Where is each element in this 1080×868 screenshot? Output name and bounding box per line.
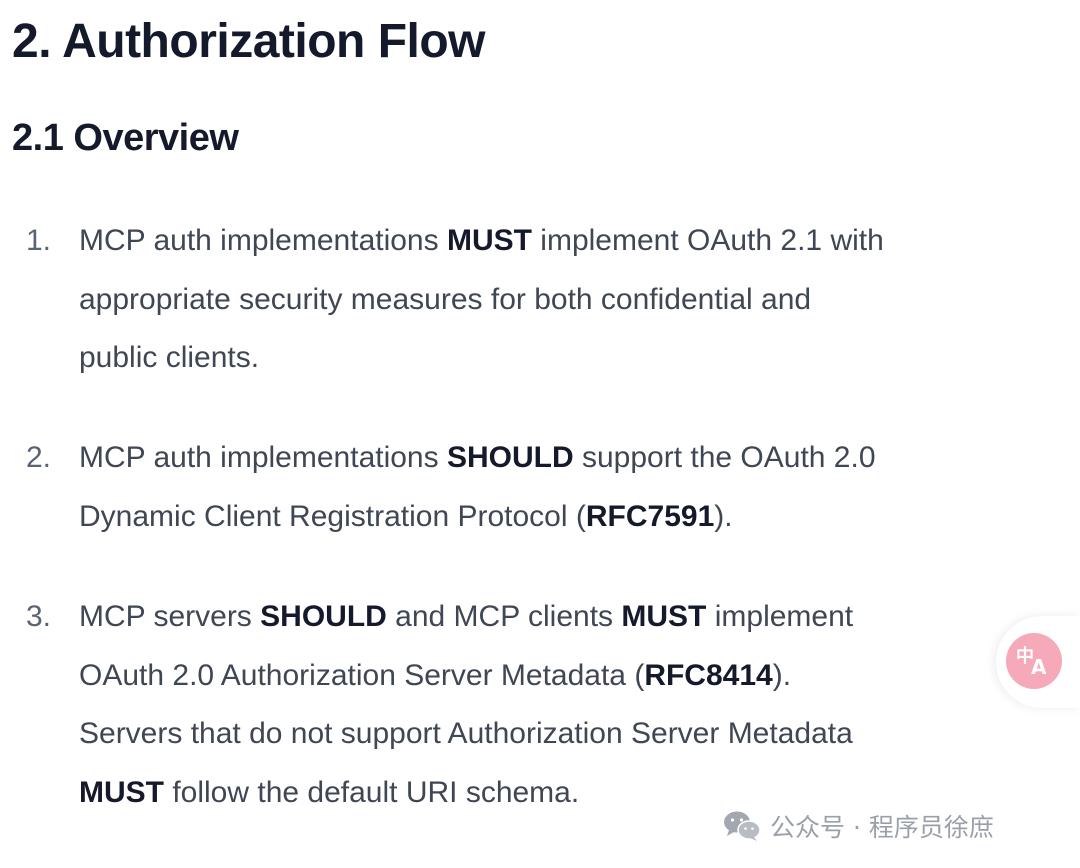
text-line: MUST follow the default URI schema. [79, 775, 580, 809]
text-line: MCP servers SHOULD and MCP clients MUST … [79, 600, 854, 633]
rfc-link[interactable]: RFC7591 [585, 499, 715, 533]
watermark: 公众号 · 程序员徐庶 [722, 806, 994, 846]
keyword-should: SHOULD [260, 600, 387, 633]
keyword-should: SHOULD [446, 441, 574, 474]
watermark-text: 公众号 · 程序员徐庶 [770, 813, 994, 842]
subsection-title: 2.1 Overview [12, 117, 239, 159]
keyword-must: MUST [621, 600, 707, 633]
text-line: Dynamic Client Registration Protocol (RF… [79, 499, 733, 533]
text-line: MCP auth implementations MUST implement … [79, 224, 884, 257]
wechat-icon [724, 811, 761, 841]
translate-button[interactable]: 中 A [996, 616, 1080, 708]
text-line: public clients. [79, 341, 260, 374]
rfc-link[interactable]: RFC8414 [644, 658, 773, 692]
list-number: 3. [26, 600, 52, 633]
text-line: MCP auth implementations SHOULD support … [79, 441, 876, 474]
list-item-text: MCP servers SHOULD and MCP clients MUST … [79, 588, 1039, 822]
list-item-text: MCP auth implementations SHOULD support … [79, 429, 1039, 546]
text-line: OAuth 2.0 Authorization Server Metadata … [79, 658, 792, 692]
list-item-text: MCP auth implementations MUST implement … [79, 212, 1039, 388]
list-number: 1. [26, 224, 52, 257]
keyword-must: MUST [79, 775, 164, 809]
keyword-must: MUST [446, 224, 532, 257]
text-line: appropriate security measures for both c… [79, 282, 812, 316]
text-line: Servers that do not support Authorizatio… [79, 717, 853, 750]
section-title: 2. Authorization Flow [12, 15, 486, 68]
list-number: 2. [26, 441, 52, 474]
translate-icon: 中 A [1006, 633, 1062, 689]
